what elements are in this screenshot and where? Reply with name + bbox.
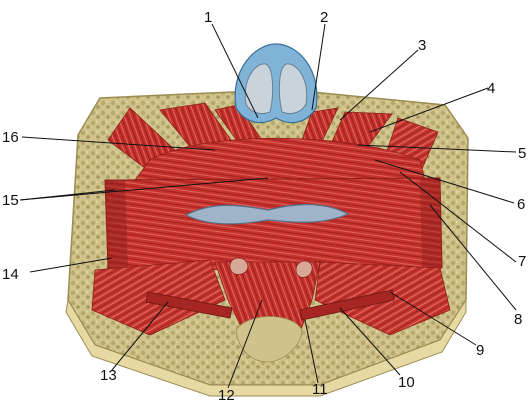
label-16: 16 xyxy=(2,129,19,146)
lower-lip-tubercle-left xyxy=(229,257,249,275)
oral-fissure xyxy=(184,203,350,225)
label-15: 15 xyxy=(2,192,19,209)
label-9: 9 xyxy=(476,342,484,359)
chin-fat-pad xyxy=(235,316,303,363)
label-4: 4 xyxy=(487,80,495,97)
orbicularis-oris-band xyxy=(104,177,443,271)
leader-lines xyxy=(19,23,517,389)
label-numbers: 1 2 3 4 5 6 7 8 9 10 11 12 13 14 15 16 xyxy=(2,9,526,404)
label-10: 10 xyxy=(398,374,415,391)
label-2: 2 xyxy=(320,9,328,26)
label-12: 12 xyxy=(218,387,235,404)
label-8: 8 xyxy=(514,311,522,328)
inferior-labial-vessel-right xyxy=(299,289,395,321)
label-6: 6 xyxy=(517,196,525,213)
label-1: 1 xyxy=(204,9,212,26)
label-14: 14 xyxy=(2,266,19,283)
orbicularis-oris-band-shade-right xyxy=(420,178,442,268)
label-5: 5 xyxy=(518,145,526,162)
nose xyxy=(234,43,318,124)
orbicularis-oris-band-shade xyxy=(105,180,128,270)
inferior-labial-vessel-left xyxy=(145,291,233,319)
nostril-right xyxy=(278,63,308,115)
label-3: 3 xyxy=(418,37,426,54)
label-7: 7 xyxy=(518,253,526,270)
lower-lip-tubercle-right xyxy=(295,260,313,278)
label-11: 11 xyxy=(312,381,328,398)
label-13: 13 xyxy=(100,367,117,384)
skin-edge xyxy=(65,298,467,397)
